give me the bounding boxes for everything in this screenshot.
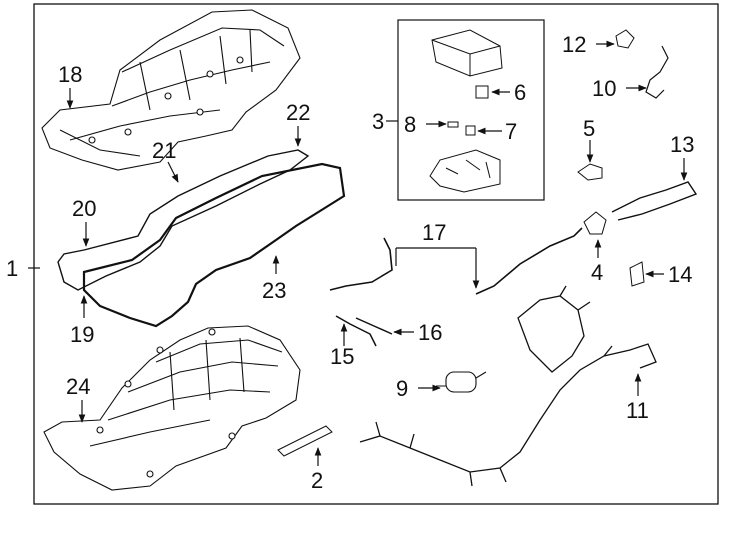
- callout-15: 15: [330, 344, 354, 369]
- callout-23: 23: [262, 278, 286, 303]
- callout-11: 11: [626, 398, 649, 423]
- part-12-sensor: [615, 29, 635, 49]
- callout-13: 13: [670, 132, 694, 157]
- part-6-relay: [475, 85, 489, 99]
- leader-21: [167, 161, 179, 183]
- part-14-clip: [629, 261, 645, 287]
- part-4-connector: [583, 211, 607, 235]
- part-17-hose-right: [475, 227, 583, 295]
- callout-4: 4: [591, 260, 603, 285]
- part-3-module-bottom: [429, 149, 501, 193]
- callout-12: 12: [562, 32, 586, 57]
- callout-labels: 1 2 3 4 5 6 7 8 9 10 11 12 13 14 15 16 1…: [6, 32, 694, 493]
- part-23-inner-gasket: [82, 162, 346, 328]
- callout-8: 8: [404, 112, 416, 137]
- part-24-lower-tray: [43, 325, 301, 491]
- callout-17: 17: [422, 220, 446, 245]
- diagram-frame: [33, 3, 719, 505]
- callout-1: 1: [6, 256, 18, 281]
- callout-20: 20: [72, 196, 96, 221]
- part-8-fuse: [447, 121, 459, 128]
- callout-10: 10: [592, 76, 616, 101]
- callout-14: 14: [668, 262, 692, 287]
- callout-3: 3: [372, 109, 384, 134]
- callout-16: 16: [418, 320, 442, 345]
- callout-22: 22: [286, 100, 310, 125]
- part-11-wiring-harness: [359, 285, 657, 487]
- callout-9: 9: [396, 376, 408, 401]
- part-10-harness: [645, 45, 669, 99]
- inset-box-3: [397, 19, 545, 201]
- part-13-tube: [611, 181, 698, 221]
- part-9-filter: [436, 371, 487, 393]
- part-3-module-top: [431, 29, 503, 77]
- callout-2: 2: [311, 468, 323, 493]
- leader-17: [395, 247, 476, 288]
- callout-24: 24: [66, 374, 90, 399]
- part-17-hose-left: [329, 237, 393, 291]
- callout-21: 21: [152, 138, 176, 163]
- callout-18: 18: [58, 62, 82, 87]
- part-16-pipe: [355, 317, 393, 335]
- part-2-strip: [277, 425, 333, 457]
- callout-7: 7: [505, 119, 517, 144]
- part-21-outer-gasket: [57, 149, 310, 291]
- part-18-upper-tray: [41, 9, 301, 171]
- callout-6: 6: [514, 80, 526, 105]
- leader-lines: [28, 40, 688, 466]
- callout-19: 19: [70, 322, 94, 347]
- part-5-cap: [577, 163, 603, 181]
- callout-5: 5: [583, 116, 595, 141]
- part-15-pipe: [335, 315, 377, 347]
- part-7-fuse: [465, 125, 476, 136]
